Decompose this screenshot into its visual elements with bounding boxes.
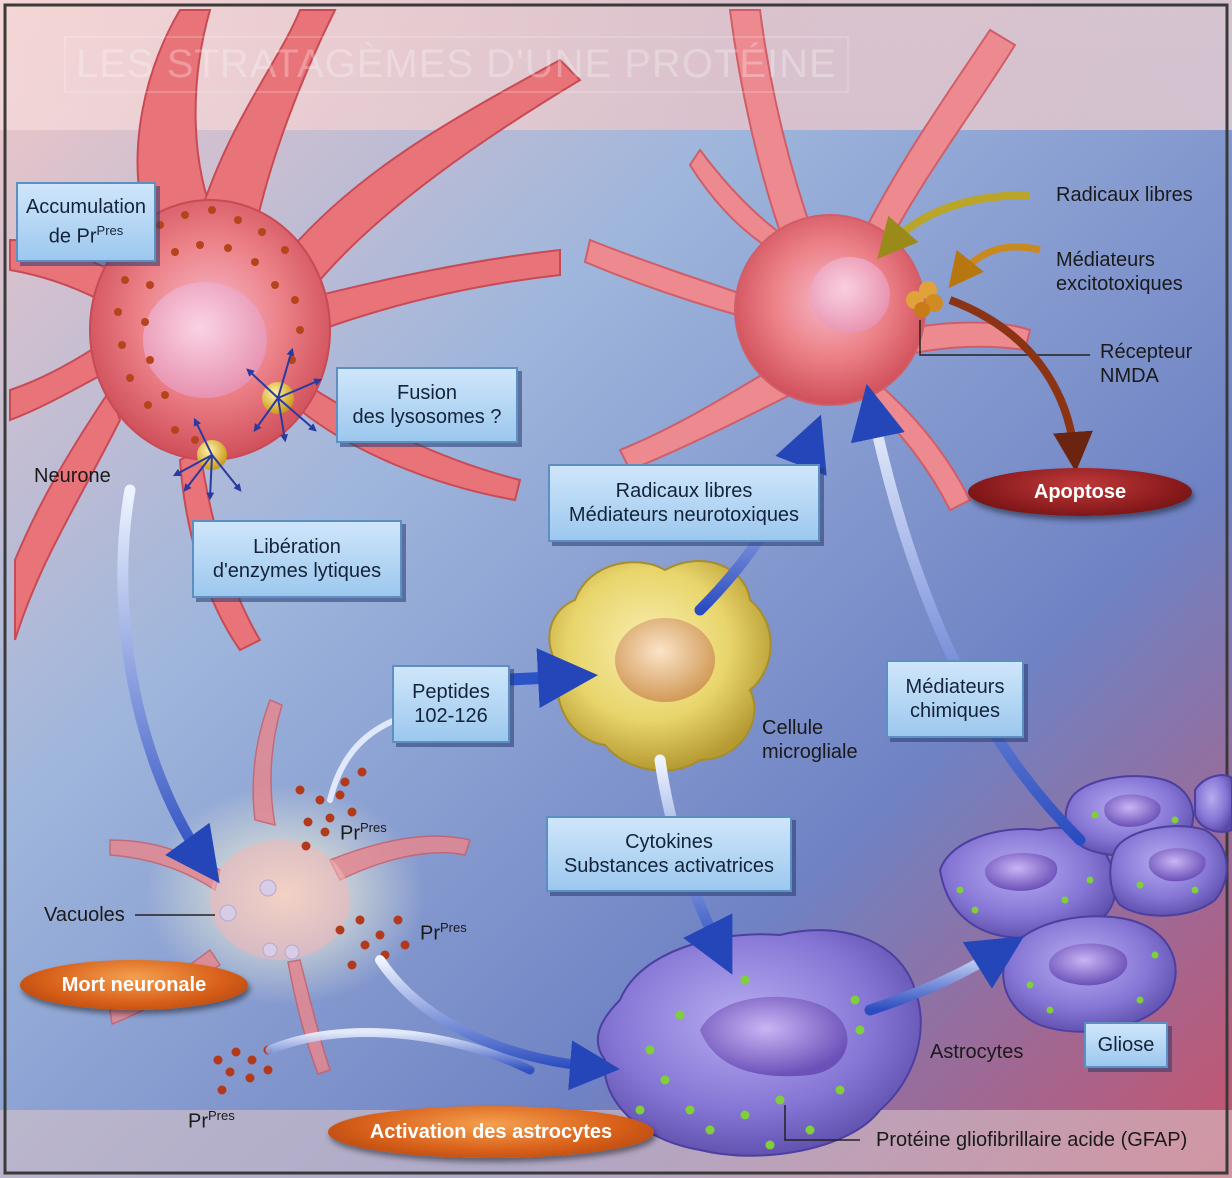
accumulation-line2-base: de Pr [49, 226, 97, 248]
apoptose-oval: Apoptose [968, 468, 1192, 516]
astrocytes-label: Astrocytes [930, 1040, 1023, 1064]
prpres-2-sup: Pres [440, 920, 467, 935]
radicaux-box-line1: Radicaux libres [616, 479, 753, 503]
radicaux-libres-label: Radicaux libres [1056, 183, 1193, 207]
activation-label: Activation des astrocytes [370, 1121, 612, 1144]
accumulation-sup: Pres [97, 223, 124, 238]
prpres-2-base: Pr [420, 923, 440, 945]
peptides-line2: 102-126 [414, 704, 487, 728]
mort-neuronale-label: Mort neuronale [62, 974, 206, 997]
box-mediateurs-chimiques: Médiateurs chimiques [886, 660, 1024, 738]
cellule-line1: Cellule [762, 716, 858, 740]
cellule-line2: microgliale [762, 740, 858, 764]
apoptose-label: Apoptose [1034, 481, 1126, 504]
prpres-1-sup: Pres [360, 820, 387, 835]
ghost-title: LES STRATAGÈMES D'UNE PROTÉINE [64, 36, 849, 93]
mediateurs-chim-line1: Médiateurs [906, 675, 1005, 699]
box-accumulation: Accumulation de PrPres [16, 182, 156, 262]
gliose-label: Gliose [1098, 1033, 1155, 1057]
accumulation-line2: de PrPres [49, 219, 124, 249]
box-cytokines: Cytokines Substances activatrices [546, 816, 792, 892]
recepteur-line2: NMDA [1100, 364, 1192, 388]
fusion-line2: des lysosomes ? [353, 405, 502, 429]
mediateurs-excito-line1: Médiateurs [1056, 248, 1183, 272]
cellule-label: Cellule microgliale [762, 716, 858, 764]
prpres-label-3: PrPres [188, 1104, 235, 1134]
peptides-line1: Peptides [412, 680, 490, 704]
box-fusion: Fusion des lysosomes ? [336, 367, 518, 443]
vacuoles-label: Vacuoles [44, 903, 125, 927]
gfap-label: Protéine gliofibrillaire acide (GFAP) [876, 1128, 1187, 1152]
box-liberation: Libération d'enzymes lytiques [192, 520, 402, 598]
mediateurs-chim-line2: chimiques [910, 699, 1000, 723]
prpres-3-sup: Pres [208, 1108, 235, 1123]
prpres-3-base: Pr [188, 1111, 208, 1133]
fusion-line1: Fusion [397, 381, 457, 405]
prpres-label-2: PrPres [420, 916, 467, 946]
neurone-label: Neurone [34, 464, 111, 488]
box-radicaux: Radicaux libres Médiateurs neurotoxiques [548, 464, 820, 542]
mediateurs-excito-line2: excitotoxiques [1056, 272, 1183, 296]
box-gliose: Gliose [1084, 1022, 1168, 1068]
accumulation-line1: Accumulation [26, 195, 146, 219]
recepteur-label: Récepteur NMDA [1100, 340, 1192, 388]
prpres-label-1: PrPres [340, 816, 387, 846]
mort-neuronale-oval: Mort neuronale [20, 960, 248, 1010]
radicaux-box-line2: Médiateurs neurotoxiques [569, 503, 799, 527]
liberation-line2: d'enzymes lytiques [213, 559, 381, 583]
prpres-1-base: Pr [340, 823, 360, 845]
recepteur-line1: Récepteur [1100, 340, 1192, 364]
mediateurs-excito-label: Médiateurs excitotoxiques [1056, 248, 1183, 296]
liberation-line1: Libération [253, 535, 341, 559]
activation-oval: Activation des astrocytes [328, 1106, 654, 1158]
box-peptides: Peptides 102-126 [392, 665, 510, 743]
arrow-to-microglia [500, 676, 580, 680]
cytokines-line2: Substances activatrices [564, 854, 774, 878]
cytokines-line1: Cytokines [625, 830, 713, 854]
